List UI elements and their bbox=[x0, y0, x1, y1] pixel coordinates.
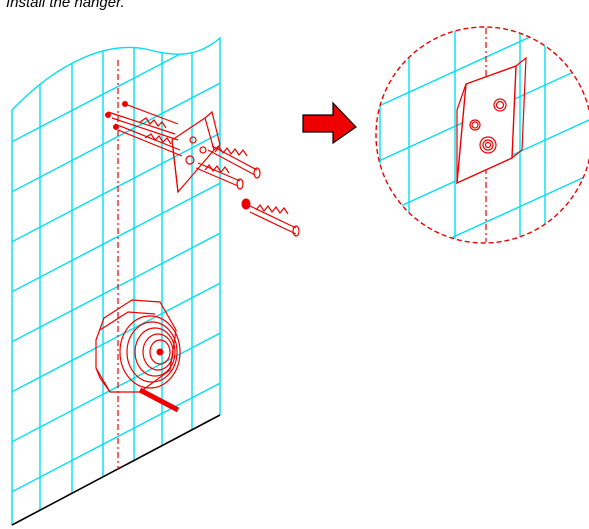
detail-circle-border bbox=[375, 26, 589, 244]
wall-anchor-upper bbox=[105, 101, 179, 141]
camera-unit bbox=[95, 299, 181, 413]
hanger-bracket-detail bbox=[456, 56, 527, 185]
screw-lower bbox=[241, 198, 300, 237]
instruction-caption: Install the hanger. bbox=[6, 0, 125, 11]
screw-upper bbox=[207, 145, 261, 179]
magnified-detail bbox=[375, 26, 589, 244]
right-arrow-icon bbox=[302, 101, 357, 145]
wall-grid bbox=[12, 38, 220, 525]
wall-anchor-lower bbox=[113, 123, 183, 157]
hanger-assembly bbox=[105, 101, 300, 237]
screw-middle bbox=[195, 162, 244, 190]
wall-outline bbox=[11, 36, 221, 415]
floor-line bbox=[11, 414, 221, 526]
